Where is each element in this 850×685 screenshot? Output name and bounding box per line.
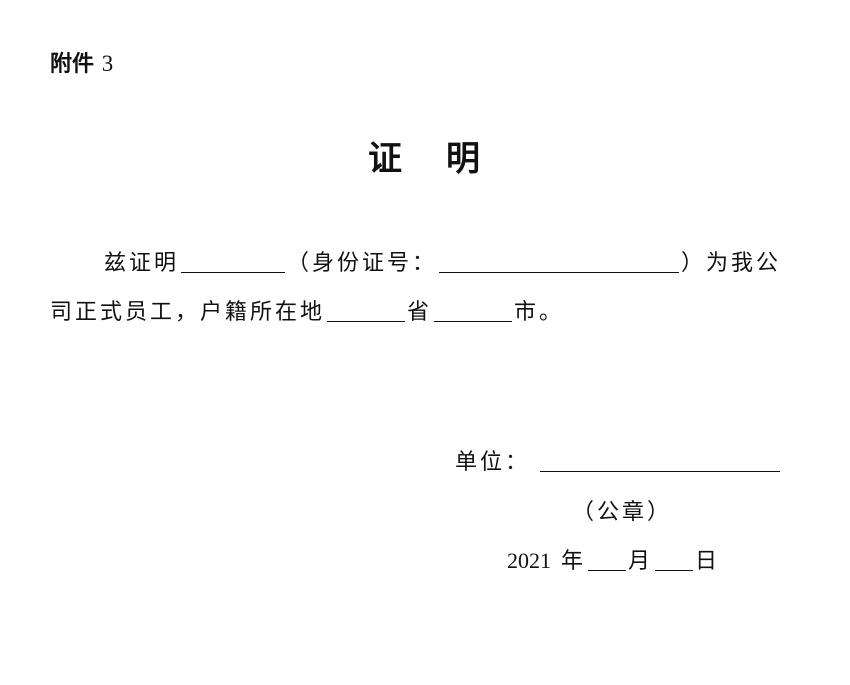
- day-field[interactable]: [655, 548, 694, 571]
- body-line-2: 司正式员工，户籍所在地 省 市。: [50, 298, 564, 328]
- unit-label: 单位：: [455, 450, 531, 475]
- attachment-number: 3: [101, 51, 114, 76]
- seal-label: （公章）: [572, 500, 673, 525]
- attachment-label: 附件 3: [50, 50, 113, 79]
- year-label: 年: [561, 549, 587, 574]
- province-label: 省: [407, 300, 433, 325]
- month-label: 月: [628, 549, 654, 574]
- unit-name-field[interactable]: [540, 449, 781, 472]
- household-text: 司正式员工，户籍所在地: [50, 300, 326, 325]
- employer-text: ）为我公: [681, 251, 782, 276]
- body-line-1: 兹证明 （身份证号： ）为我公: [104, 249, 781, 279]
- unit-line: 单位：: [455, 448, 782, 478]
- province-field[interactable]: [327, 299, 406, 322]
- employee-name-field[interactable]: [181, 250, 286, 273]
- day-label: 日: [695, 549, 721, 574]
- title-char-2: 明: [446, 139, 482, 179]
- city-label: 市。: [514, 300, 565, 325]
- city-field[interactable]: [434, 299, 513, 322]
- page-title: 证明: [0, 138, 850, 180]
- attachment-text: 附件: [50, 52, 95, 77]
- date-line: 2021 年 月 日: [507, 546, 720, 577]
- certify-text: 兹证明: [104, 251, 180, 276]
- title-char-1: 证: [368, 139, 404, 179]
- id-label: （身份证号：: [287, 251, 438, 276]
- month-field[interactable]: [588, 548, 627, 571]
- id-number-field[interactable]: [439, 250, 680, 273]
- year-value: 2021: [507, 548, 551, 573]
